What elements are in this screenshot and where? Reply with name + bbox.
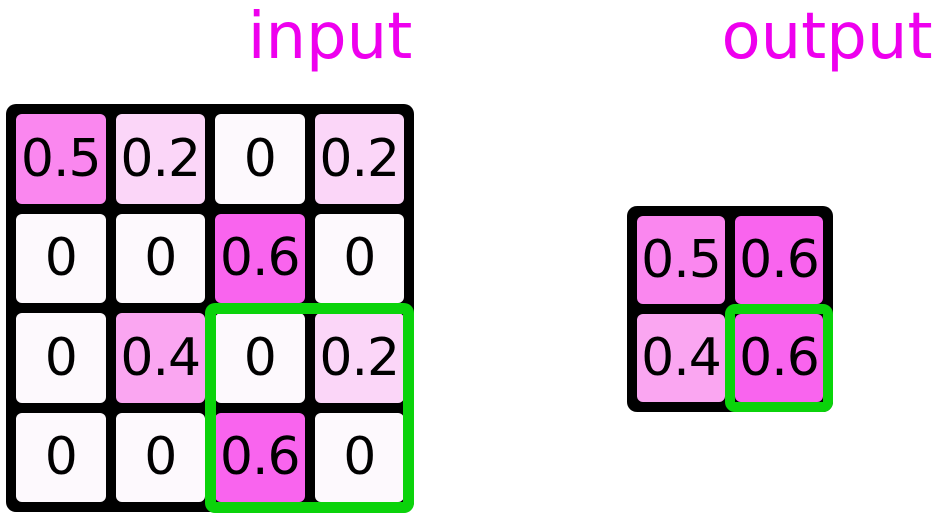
input-cell-r1c3: 0: [215, 114, 305, 204]
input-cell-r2c1: 0: [16, 213, 106, 303]
input-cell-r3c1: 0: [16, 313, 106, 403]
output-title: output: [721, 0, 933, 74]
output-cell-r2c2: 0.6: [735, 314, 823, 402]
input-cell-r1c4: 0.2: [314, 114, 404, 204]
input-cell-r3c4: 0.2: [314, 313, 404, 403]
input-title: input: [247, 0, 413, 74]
input-cell-r4c4: 0: [314, 412, 404, 502]
input-cell-r4c3: 0.6: [215, 412, 305, 502]
input-cell-r4c2: 0: [115, 412, 205, 502]
input-cell-r2c4: 0: [314, 213, 404, 303]
input-cell-r3c3: 0: [215, 313, 305, 403]
input-cell-r3c2: 0.4: [115, 313, 205, 403]
output-cell-r1c2: 0.6: [735, 216, 823, 304]
input-cell-r1c1: 0.5: [16, 114, 106, 204]
input-cell-r2c2: 0: [115, 213, 205, 303]
input-cell-r4c1: 0: [16, 412, 106, 502]
output-cell-r2c1: 0.4: [637, 314, 725, 402]
input-cell-r2c3: 0.6: [215, 213, 305, 303]
input-cell-r1c2: 0.2: [115, 114, 205, 204]
output-cell-r1c1: 0.5: [637, 216, 725, 304]
